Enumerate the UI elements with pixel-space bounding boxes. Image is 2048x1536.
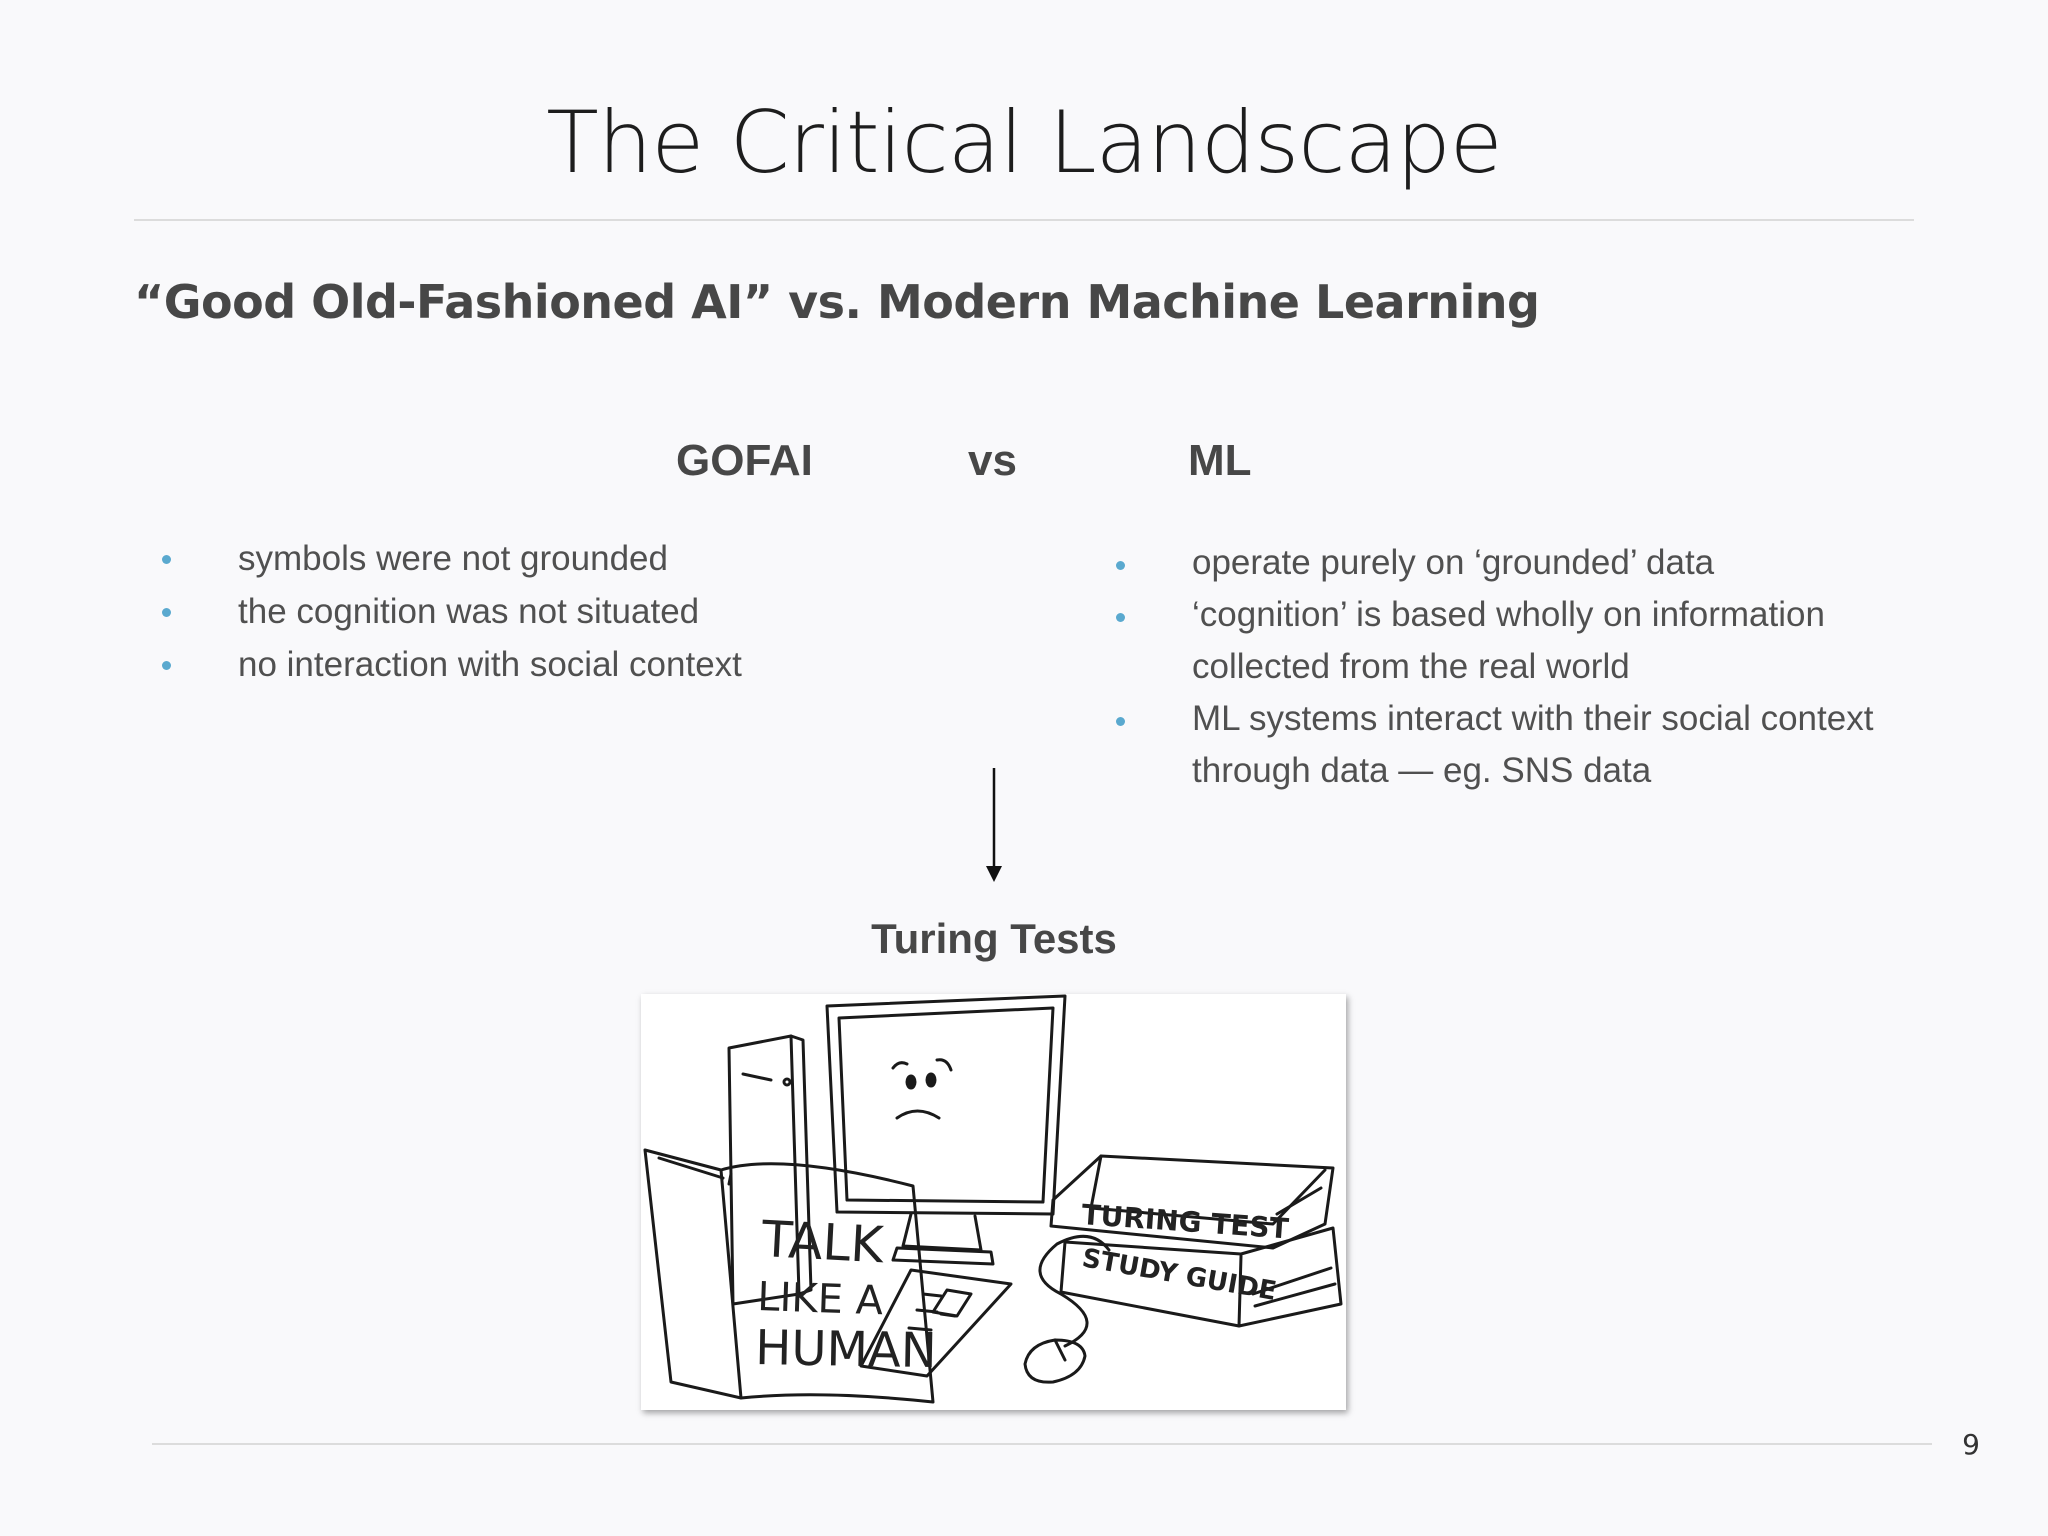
list-item: the cognition was not situated [162,585,878,638]
book-cover-line: LIKE A [757,1274,885,1324]
open-book-icon: TALK LIKE A HUMAN [643,1148,937,1404]
list-item: ML systems interact with their social co… [1116,693,1912,797]
slide-title: The Critical Landscape [546,93,1502,193]
book-stack-icon: TURING TEST STUDY GUIDE [1049,1154,1343,1328]
vs-label: vs [968,436,1017,485]
book-cover-line: TALK [759,1210,886,1274]
bullet-text: ‘cognition’ is based wholly on informati… [1192,595,1825,686]
list-item: symbols were not grounded [162,532,878,585]
book-cover-line: HUMAN [755,1320,937,1379]
bullet-text: operate purely on ‘grounded’ data [1192,543,1715,582]
slide-subtitle: “Good Old-Fashioned AI” vs. Modern Machi… [134,275,1540,329]
bullet-text: the cognition was not situated [238,592,700,631]
turing-test-cartoon: TALK LIKE A HUMAN TURING TEST STUDY GUID… [641,994,1346,1410]
footer-divider [152,1443,1932,1445]
mouse-icon [1023,1234,1111,1384]
bullet-icon [1116,613,1125,622]
bullet-text: symbols were not grounded [238,539,668,578]
gofai-bullet-list: symbols were not grounded the cognition … [162,532,878,691]
bullet-icon [1116,717,1125,726]
bullet-text: ML systems interact with their social co… [1192,699,1874,790]
turing-tests-label: Turing Tests [871,915,1117,962]
list-item: no interaction with social context [162,638,878,691]
list-item: ‘cognition’ is based wholly on informati… [1116,589,1912,693]
ml-bullet-list: operate purely on ‘grounded’ data ‘cogni… [1116,537,1912,797]
bullet-icon [1116,561,1125,570]
gofai-heading: GOFAI [676,436,813,485]
bullet-icon [162,661,171,670]
bullet-text: no interaction with social context [238,645,742,684]
keyboard-icon [859,1268,1013,1378]
bullet-icon [162,555,171,564]
title-divider [134,219,1914,221]
bullet-icon [162,608,171,617]
ml-heading: ML [1188,436,1252,485]
page-number: 9 [1962,1428,1980,1461]
down-arrow-icon [986,768,1002,882]
list-item: operate purely on ‘grounded’ data [1116,537,1912,589]
